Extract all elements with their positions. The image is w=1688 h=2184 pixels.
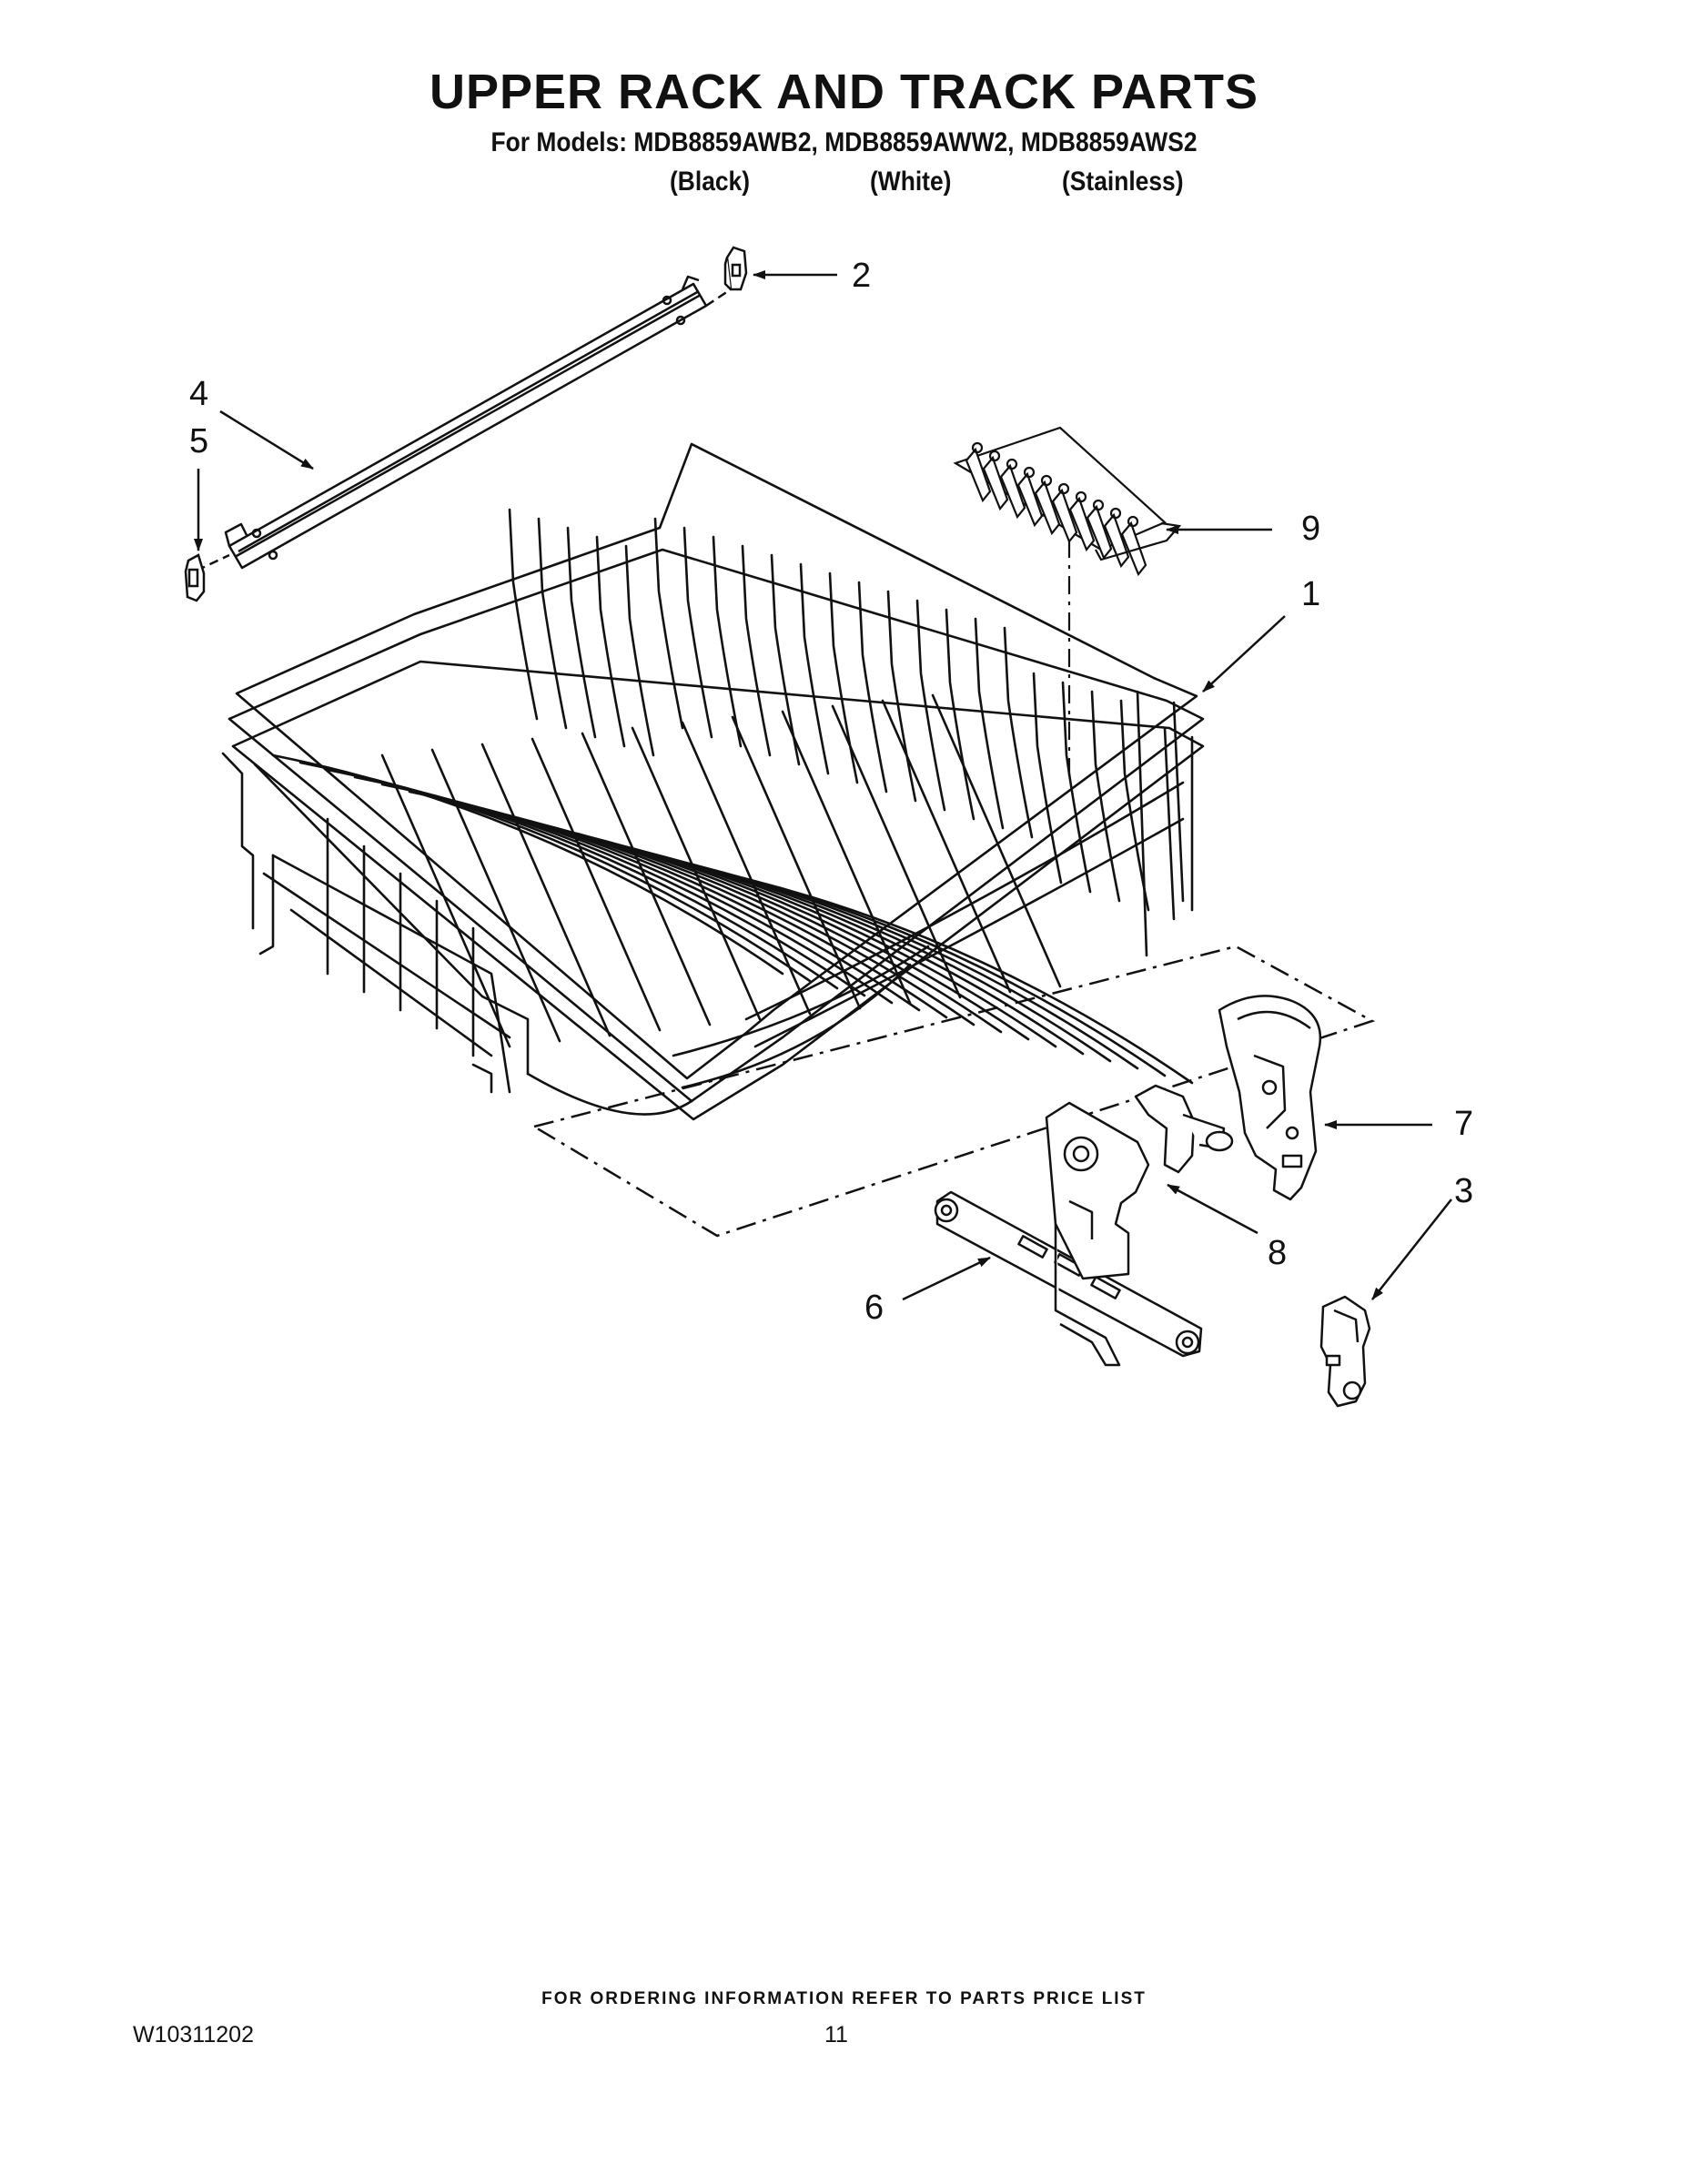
rack-floor-tine xyxy=(781,710,912,1005)
rack-back-wire xyxy=(828,571,859,784)
rack-floor-tine xyxy=(681,721,812,1016)
rack-back-wire xyxy=(537,517,568,730)
rack-back-wire xyxy=(1061,681,1092,894)
tine-tip xyxy=(1057,482,1070,495)
rack-floor-wire xyxy=(380,783,894,1005)
track-end-cap-part xyxy=(723,246,748,291)
rack-back-wire xyxy=(770,553,801,766)
variant-white: (White) xyxy=(870,167,952,197)
rack-back-wire xyxy=(1032,672,1063,885)
tine-tip xyxy=(1092,499,1105,511)
ordering-info-note: FOR ORDERING INFORMATION REFER TO PARTS … xyxy=(541,1989,1147,2008)
callout-5: 5 xyxy=(189,422,209,460)
rack-floor-tine xyxy=(731,715,862,1010)
rack-floor-tine xyxy=(531,737,662,1032)
page-number: 11 xyxy=(824,2022,848,2048)
tine-tip xyxy=(1109,507,1122,520)
rack-floor-tine xyxy=(480,743,612,1037)
rack-back-wire xyxy=(886,590,917,803)
callout-2: 2 xyxy=(852,257,872,295)
tine-tip xyxy=(988,450,1001,462)
rack-adjuster-housing xyxy=(1045,1101,1150,1280)
rack-floor-tine xyxy=(380,753,511,1048)
track-rail-part xyxy=(196,275,729,572)
tine-row-part xyxy=(953,426,1182,783)
rack-floor-tine xyxy=(631,726,762,1021)
rack-adjuster-arm-part xyxy=(934,1190,1203,1367)
page-title: UPPER RACK AND TRACK PARTS xyxy=(429,65,1258,119)
tine-tip xyxy=(971,441,984,454)
rack-back-wire xyxy=(653,517,684,730)
callout-7: 7 xyxy=(1454,1105,1474,1143)
tine xyxy=(1034,480,1061,536)
rack-back-wire xyxy=(915,599,946,812)
rack-floor-tine xyxy=(581,732,712,1026)
variant-black: (Black) xyxy=(670,167,751,197)
tine-tip xyxy=(1023,466,1036,479)
rack-back-wire xyxy=(624,544,655,757)
rack-floor-tine xyxy=(831,704,962,999)
callout-4: 4 xyxy=(189,375,209,413)
callout-9: 9 xyxy=(1301,510,1321,548)
document-number: W10311202 xyxy=(133,2022,254,2048)
rack-floor-tine xyxy=(881,699,1012,994)
rack-back-wire xyxy=(595,535,626,748)
rack-back-wire xyxy=(1003,626,1034,839)
tine xyxy=(1051,488,1078,544)
tine xyxy=(999,463,1026,520)
rack-floor-wire xyxy=(681,863,1194,1085)
tine xyxy=(1086,504,1113,561)
models-line: For Models: MDB8859AWB2, MDB8859AWW2, MD… xyxy=(490,127,1198,157)
callout-6: 6 xyxy=(864,1289,884,1327)
callout-1: 1 xyxy=(1301,575,1321,613)
rack-back-wire xyxy=(566,526,597,739)
tine-tip xyxy=(1127,515,1139,528)
track-roller-clip-part xyxy=(1319,1295,1371,1408)
rack-floor-tine xyxy=(430,748,561,1043)
callout-8: 8 xyxy=(1268,1234,1288,1272)
rack-floor-tine xyxy=(931,693,1062,988)
exploded-view-outline xyxy=(531,945,1376,1238)
callout-leaders xyxy=(194,270,1452,1301)
rack-back-wire xyxy=(508,508,539,721)
tine-tip xyxy=(1075,490,1087,503)
tine xyxy=(1016,471,1044,528)
rack-adjuster-lever-part xyxy=(1134,1084,1234,1174)
upper-rack-basket-part xyxy=(221,442,1205,1121)
rack-back-wire xyxy=(945,608,975,821)
rack-back-wire xyxy=(741,544,772,757)
tine-tip xyxy=(1040,474,1053,487)
variant-stainless: (Stainless) xyxy=(1062,167,1184,197)
tine-tip xyxy=(1006,458,1018,470)
track-stop-part xyxy=(184,553,206,602)
rack-back-wire xyxy=(799,562,830,775)
rack-back-wire xyxy=(1090,690,1121,903)
callout-3: 3 xyxy=(1454,1172,1474,1210)
rack-adjuster-cover-part xyxy=(1218,995,1322,1201)
rack-back-wire xyxy=(974,617,1005,830)
tine xyxy=(982,455,1009,511)
tine xyxy=(1120,521,1147,577)
tine xyxy=(1068,496,1096,552)
tine xyxy=(965,447,992,503)
rack-back-wire xyxy=(857,581,888,794)
rack-back-wire xyxy=(682,526,713,739)
